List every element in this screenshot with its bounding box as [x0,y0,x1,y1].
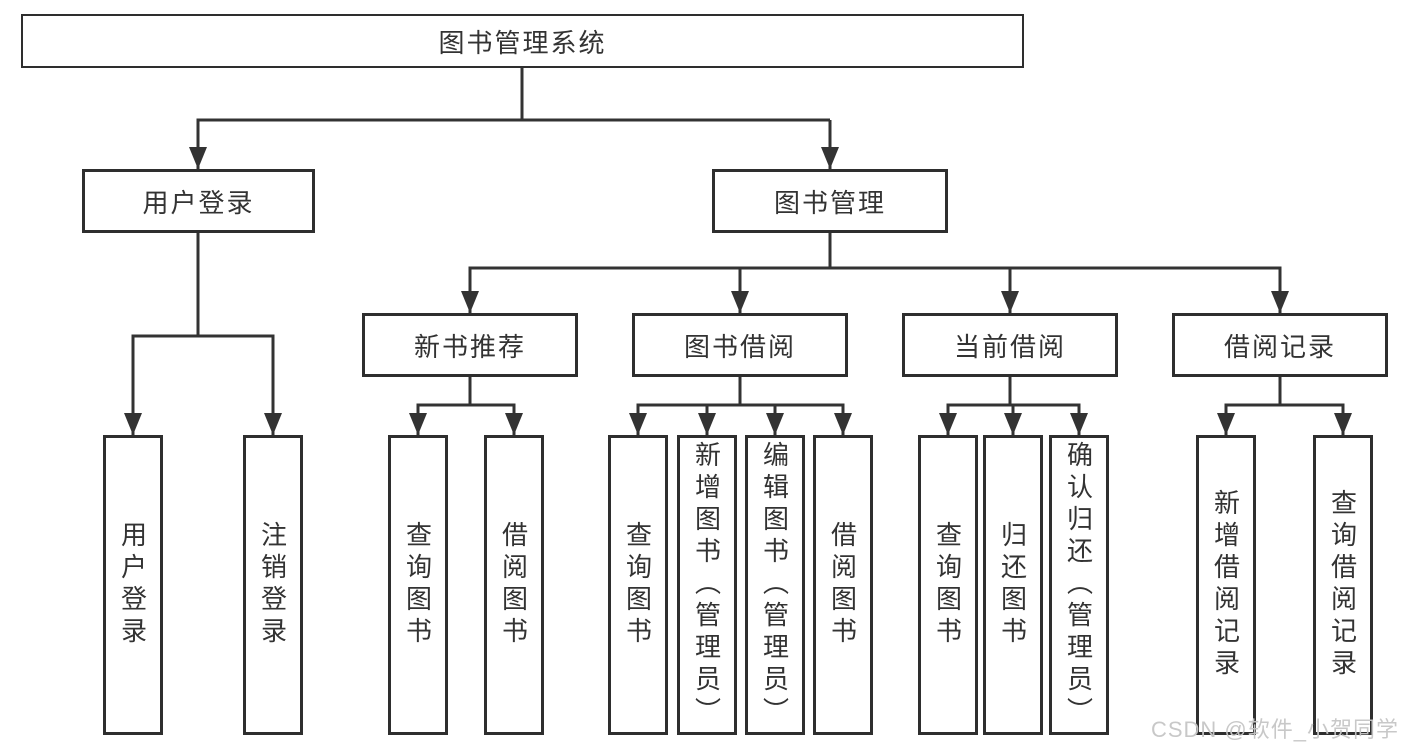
node-library-management-system: 图书管理系统 [21,14,1024,68]
node-book-borrow: 图书借阅 [632,313,848,377]
csdn-watermark: CSDN @软件_小贺同学 [1150,717,1399,742]
leaf-label: 查询图书 [402,521,433,649]
leaf-label: 编辑图书（管理员） [759,441,790,729]
node-book-management: 图书管理 [712,169,948,233]
node-borrow-records: 借阅记录 [1172,313,1388,377]
connector-line [416,377,516,407]
leaf-add-borrow-record: 新增借阅记录 [1196,435,1256,735]
leaf-query-books-current: 查询图书 [918,435,978,735]
node-new-book-recommend: 新书推荐 [362,313,578,377]
leaf-label: 查询借阅记录 [1327,489,1358,681]
leaf-logout-login: 注销登录 [243,435,303,735]
leaf-query-books-recommend: 查询图书 [388,435,448,735]
leaf-borrow-books-recommend: 借阅图书 [484,435,544,735]
leaf-query-borrow-record: 查询借阅记录 [1313,435,1373,735]
leaf-borrow-books: 借阅图书 [813,435,873,735]
leaf-label: 注销登录 [257,521,288,649]
leaf-label: 借阅图书 [498,521,529,649]
connector-line [946,377,1081,407]
node-user-login: 用户登录 [82,169,315,233]
leaf-edit-book-admin: 编辑图书（管理员） [745,435,805,735]
leaf-return-books: 归还图书 [983,435,1043,735]
connector-line [468,233,1282,270]
connector-line [1224,377,1345,407]
leaf-label: 新增借阅记录 [1210,489,1241,681]
leaf-confirm-return-admin: 确认归还（管理员） [1049,435,1109,735]
leaf-label: 确认归还（管理员） [1063,441,1094,729]
leaf-label: 归还图书 [997,521,1028,649]
leaf-label: 用户登录 [117,521,148,649]
leaf-add-book-admin: 新增图书（管理员） [677,435,737,735]
leaf-label: 借阅图书 [827,521,858,649]
connector-line [196,68,830,122]
node-current-borrow: 当前借阅 [902,313,1118,377]
leaf-label: 查询图书 [932,521,963,649]
connector-line [636,377,845,407]
leaf-user-login: 用户登录 [103,435,163,735]
connector-line [131,233,275,338]
leaf-query-books-borrow: 查询图书 [608,435,668,735]
leaf-label: 查询图书 [622,521,653,649]
leaf-label: 新增图书（管理员） [691,441,722,729]
